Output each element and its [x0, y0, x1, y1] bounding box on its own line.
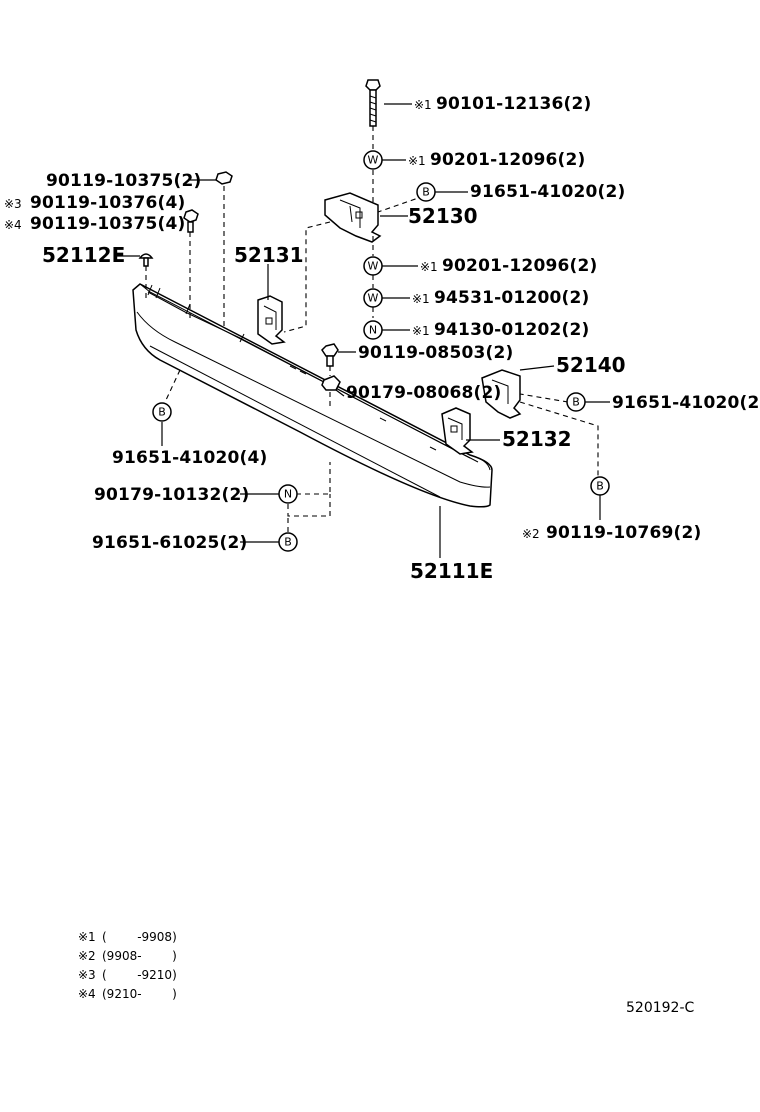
symbol-bolt-left: B — [152, 402, 172, 422]
callout-p1: 90101-12136(2) — [436, 94, 592, 114]
bracket-52132-drawing — [441, 407, 474, 455]
callout-p22: 90119-10375(4) — [30, 214, 186, 234]
callout-p13: 90119-10769(2) — [546, 523, 702, 543]
nut-90179-08068-icon — [321, 375, 341, 391]
symbol-bolt-bottom: B — [278, 532, 298, 552]
callout-p12: 52132 — [502, 427, 572, 451]
callout-mark-p1: ※1 — [414, 98, 432, 112]
bolt-90119-10375-icon — [215, 171, 233, 185]
rivet-52112E-icon — [138, 253, 154, 267]
callout-p17: 91651-41020(4) — [112, 448, 268, 468]
note-range-1: ( -9908) — [102, 930, 177, 944]
callout-mark-p5: ※1 — [420, 260, 438, 274]
note-mark-2: ※2 — [78, 949, 96, 963]
symbol-washer-1: W — [363, 150, 383, 170]
callout-p8: 90119-08503(2) — [358, 343, 514, 363]
rear-bumper-drawing — [132, 283, 493, 508]
callout-p9: 90179-08068(2) — [346, 383, 502, 403]
callout-mark-p13: ※2 — [522, 527, 540, 541]
callout-p21: 90119-10376(4) — [30, 193, 186, 213]
callout-p4: 52130 — [408, 204, 478, 228]
bracket-52130-drawing — [324, 192, 382, 243]
svg-text:W: W — [368, 154, 379, 167]
bolt-90119-08503-icon — [321, 343, 339, 367]
bolt-90119-10376-icon — [183, 209, 199, 233]
symbol-nut-1: N — [363, 320, 383, 340]
bracket-52140-drawing — [481, 369, 522, 419]
note-mark-3: ※3 — [78, 968, 96, 982]
note-mark-1: ※1 — [78, 930, 96, 944]
callout-p11: 91651-41020(2) — [612, 393, 760, 413]
svg-text:N: N — [284, 488, 292, 501]
callout-p18: 52112E — [42, 243, 125, 267]
callout-mark-p2: ※1 — [408, 154, 426, 168]
note-mark-4: ※4 — [78, 987, 96, 1001]
svg-text:B: B — [422, 186, 430, 199]
svg-text:B: B — [158, 406, 166, 419]
note-range-3: ( -9210) — [102, 968, 177, 982]
leader-lines — [116, 103, 610, 558]
callout-p5: 90201-12096(2) — [442, 256, 598, 276]
bracket-52131-drawing — [257, 295, 286, 345]
svg-text:W: W — [368, 292, 379, 305]
bolt-90101-12136-icon — [365, 79, 381, 127]
note-range-4: (9210- ) — [102, 987, 177, 1001]
symbol-bolt-far-right: B — [590, 476, 610, 496]
symbol-washer-2: W — [363, 256, 383, 276]
callout-p3: 91651-41020(2) — [470, 182, 626, 202]
applicability-notes: ※1 ( -9908) ※2 (9908- ) ※3 ( -9210) ※4 (… — [78, 930, 177, 1001]
callout-p10: 52140 — [556, 353, 626, 377]
callout-p20: 90119-10375(2) — [46, 171, 202, 191]
callout-p14: 52111E — [410, 559, 493, 583]
symbol-washer-3: W — [363, 288, 383, 308]
callout-p16: 90179-10132(2) — [94, 485, 250, 505]
svg-text:B: B — [284, 536, 292, 549]
svg-text:N: N — [369, 324, 377, 337]
callout-labels: ※1 90101-12136(2) ※1 90201-12096(2) 9165… — [4, 94, 760, 583]
callout-p7: 94130-01202(2) — [434, 320, 590, 340]
callout-mark-p21: ※3 — [4, 197, 22, 211]
callout-p15: 91651-61025(2) — [92, 533, 248, 553]
callout-p2: 90201-12096(2) — [430, 150, 586, 170]
symbol-nut-2: N — [278, 484, 298, 504]
svg-text:B: B — [596, 480, 604, 493]
symbol-bolt-top: B — [416, 182, 436, 202]
callout-p6: 94531-01200(2) — [434, 288, 590, 308]
symbol-bolt-right: B — [566, 392, 586, 412]
svg-text:W: W — [368, 260, 379, 273]
callout-mark-p6: ※1 — [412, 292, 430, 306]
diagram-code: 520192-C — [626, 1000, 694, 1016]
svg-text:B: B — [572, 396, 580, 409]
callout-mark-p7: ※1 — [412, 324, 430, 338]
callout-p19: 52131 — [234, 243, 304, 267]
callout-mark-p22: ※4 — [4, 218, 22, 232]
note-range-2: (9908- ) — [102, 949, 177, 963]
